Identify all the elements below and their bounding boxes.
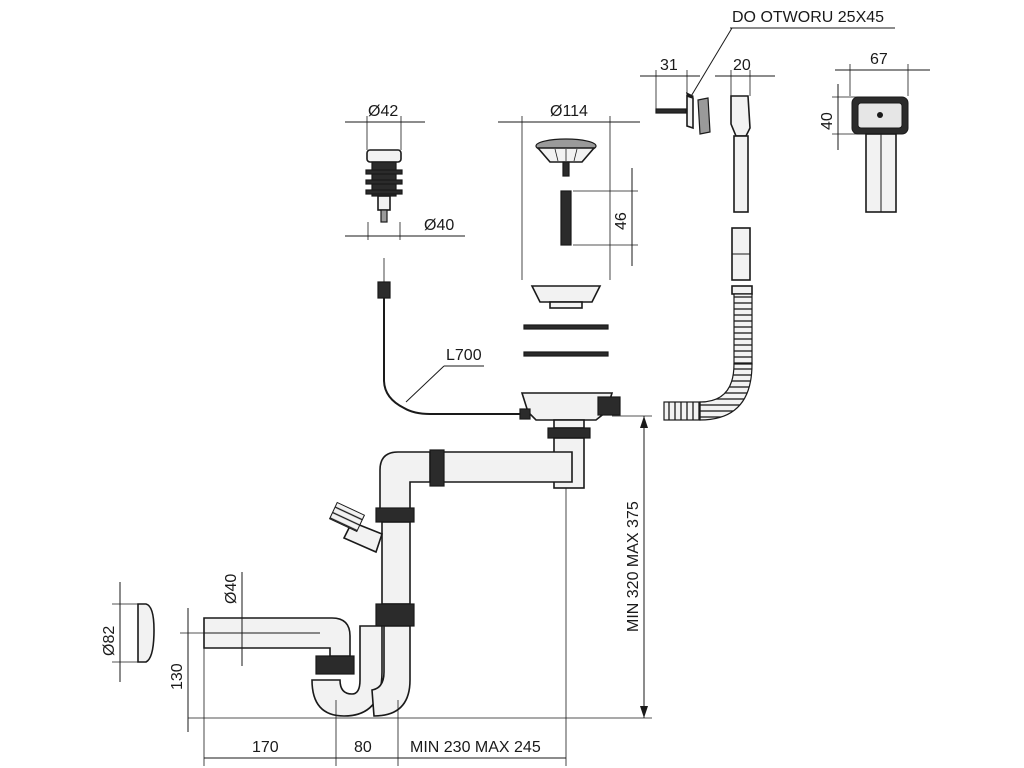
overflow-cover (697, 97, 711, 135)
strainer-rod (560, 190, 572, 246)
drain-nut (547, 427, 591, 439)
outlet-nut (315, 655, 355, 675)
drain-neck (553, 419, 585, 429)
plug-ring-2 (365, 179, 403, 185)
trap-vertical-pipe (381, 521, 411, 605)
pipe-diameter-label: Ø40 (223, 574, 240, 604)
outlet-height-label: 130 (169, 663, 186, 690)
overflow-hose-vertical (733, 293, 753, 365)
strainer-group: Ø114 46 (498, 103, 640, 357)
trap-lower-nut (375, 603, 415, 627)
hole-note-leader (689, 27, 733, 99)
trap-upper-nut (375, 507, 415, 523)
plug-pin (380, 209, 388, 223)
plug-cap (366, 149, 402, 163)
overflow-front-view: 67 40 (819, 51, 930, 213)
sealing-gasket-1 (523, 324, 609, 330)
connecting-pipe-nut (429, 449, 445, 487)
rosette-diameter-label: Ø82 (101, 626, 118, 656)
screw (655, 108, 687, 114)
trap-u-bend (311, 625, 383, 717)
plug-ring-3 (365, 189, 403, 195)
overflow-hose-bend (699, 363, 753, 421)
plug-ring-1 (365, 169, 403, 175)
overflow-parts-group: DO OTWORU 25X45 31 20 (640, 9, 895, 295)
outlet-to-trap-label: 80 (354, 739, 372, 756)
cable-end (519, 408, 531, 420)
overflow-width-label: 67 (870, 51, 888, 68)
overflow-depth-label: 20 (733, 57, 751, 74)
cable-connector (377, 281, 391, 299)
connecting-pipe (439, 451, 573, 483)
overflow-hose-collar (731, 285, 753, 295)
trap-assembly (137, 392, 621, 717)
plug-head-diameter-label: Ø42 (368, 103, 398, 120)
overflow-inlet-nut (597, 396, 621, 416)
cable-length-label: L700 (446, 347, 482, 364)
appliance-inlet-hose-end (328, 501, 366, 533)
strainer-depth-label: 46 (613, 212, 630, 230)
cable-line (383, 298, 524, 415)
height-arrow-bottom (640, 706, 648, 718)
height-arrow-top (640, 416, 648, 428)
connecting-elbow (379, 451, 431, 521)
strainer-basket-slot-1 (554, 148, 559, 162)
hole-size-note: DO OTWORU 25X45 (732, 9, 884, 26)
strainer-diameter-label: Ø114 (550, 103, 588, 120)
sealing-gasket-2 (523, 351, 609, 357)
overflow-body-side (730, 95, 751, 137)
overflow-hose-horizontal (663, 401, 701, 421)
overflow-pipe-upper (733, 135, 749, 213)
trap-to-drain-label: MIN 230 MAX 245 (410, 739, 541, 756)
overflow-screw-head (877, 112, 883, 118)
popup-plug-group: Ø42 Ø40 (345, 103, 465, 240)
popup-cable: L700 (377, 258, 531, 420)
strainer-flange (530, 285, 602, 303)
strainer-flange-neck (549, 301, 583, 309)
wall-to-outlet-label: 170 (252, 739, 279, 756)
wall-rosette (137, 603, 155, 663)
overflow-hose (663, 293, 753, 421)
cable-length-leader (405, 365, 445, 403)
trap-u-bend-outer (371, 625, 411, 717)
overall-dimensions: MIN 320 MAX 375 Ø82 130 Ø40 170 80 MIN 2… (101, 415, 652, 766)
outlet-pipe (203, 617, 351, 657)
plug-stem (377, 195, 391, 211)
plug-base-diameter-label: Ø40 (424, 217, 454, 234)
height-range-label: MIN 320 MAX 375 (625, 501, 642, 632)
strainer-basket-slot-3 (573, 148, 578, 162)
overflow-clip (686, 94, 694, 130)
overflow-height-label: 40 (819, 112, 836, 130)
screw-length-label: 31 (660, 57, 678, 74)
strainer-knob (562, 161, 570, 177)
